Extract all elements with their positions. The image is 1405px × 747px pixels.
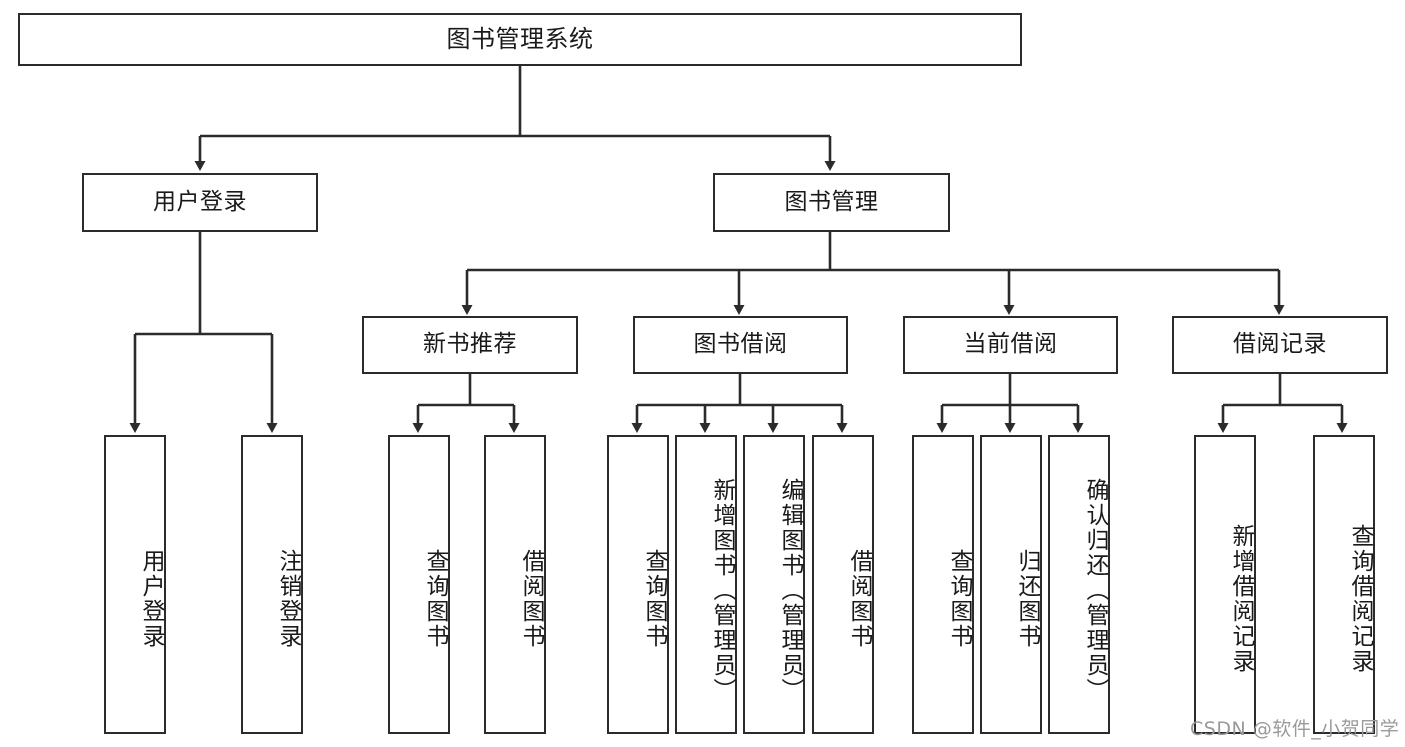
- node-root-system[interactable]: 图书管理系统: [18, 13, 1022, 66]
- node-user-login[interactable]: 用户登录: [82, 173, 318, 232]
- leaf-user-login-signout-label: 注销登录: [275, 548, 301, 649]
- leaf-borrow-edit-book-admin[interactable]: 编辑图书（管理员）: [743, 435, 805, 734]
- csdn-watermark: CSDN @软件_小贺同学: [1190, 718, 1400, 740]
- node-new-book-recommend-label: 新书推荐: [423, 331, 517, 358]
- leaf-recommend-query-book[interactable]: 查询图书: [388, 435, 450, 734]
- leaf-borrow-edit-book-admin-label: 编辑图书（管理员）: [777, 478, 803, 703]
- leaf-borrow-add-book-admin[interactable]: 新增图书（管理员）: [675, 435, 737, 734]
- leaf-borrow-borrow-book-label: 借阅图书: [846, 548, 872, 649]
- leaf-recommend-query-book-label: 查询图书: [422, 548, 448, 649]
- node-borrow-record-label: 借阅记录: [1233, 331, 1327, 358]
- leaf-user-login-signout[interactable]: 注销登录: [241, 435, 303, 734]
- leaf-current-return-book-label: 归还图书: [1014, 548, 1040, 649]
- node-book-borrow[interactable]: 图书借阅: [633, 316, 848, 374]
- leaf-record-add-record[interactable]: 新增借阅记录: [1194, 435, 1256, 734]
- node-book-management-label: 图书管理: [784, 188, 879, 215]
- leaf-recommend-borrow-book-label: 借阅图书: [518, 548, 544, 649]
- node-current-borrow-label: 当前借阅: [963, 331, 1058, 358]
- leaf-record-query-record-label: 查询借阅记录: [1347, 523, 1373, 674]
- leaf-recommend-borrow-book[interactable]: 借阅图书: [484, 435, 546, 734]
- leaf-current-query-book-label: 查询图书: [946, 548, 972, 649]
- leaf-borrow-query-book[interactable]: 查询图书: [607, 435, 669, 734]
- leaf-borrow-borrow-book[interactable]: 借阅图书: [812, 435, 874, 734]
- node-root-system-label: 图书管理系统: [446, 25, 594, 54]
- leaf-borrow-query-book-label: 查询图书: [641, 548, 667, 649]
- leaf-current-return-book[interactable]: 归还图书: [980, 435, 1042, 734]
- node-book-management[interactable]: 图书管理: [713, 173, 950, 232]
- node-borrow-record[interactable]: 借阅记录: [1172, 316, 1388, 374]
- leaf-user-login-signin[interactable]: 用户登录: [104, 435, 166, 734]
- leaf-borrow-add-book-admin-label: 新增图书（管理员）: [709, 478, 735, 703]
- leaf-record-add-record-label: 新增借阅记录: [1228, 523, 1254, 674]
- leaf-current-query-book[interactable]: 查询图书: [912, 435, 974, 734]
- leaf-user-login-signin-label: 用户登录: [138, 548, 164, 649]
- node-new-book-recommend[interactable]: 新书推荐: [362, 316, 578, 374]
- leaf-record-query-record[interactable]: 查询借阅记录: [1313, 435, 1375, 734]
- leaf-current-confirm-return-admin[interactable]: 确认归还（管理员）: [1048, 435, 1110, 734]
- leaf-current-confirm-return-admin-label: 确认归还（管理员）: [1082, 478, 1108, 703]
- node-book-borrow-label: 图书借阅: [693, 331, 788, 358]
- node-user-login-label: 用户登录: [153, 188, 247, 215]
- node-current-borrow[interactable]: 当前借阅: [903, 316, 1118, 374]
